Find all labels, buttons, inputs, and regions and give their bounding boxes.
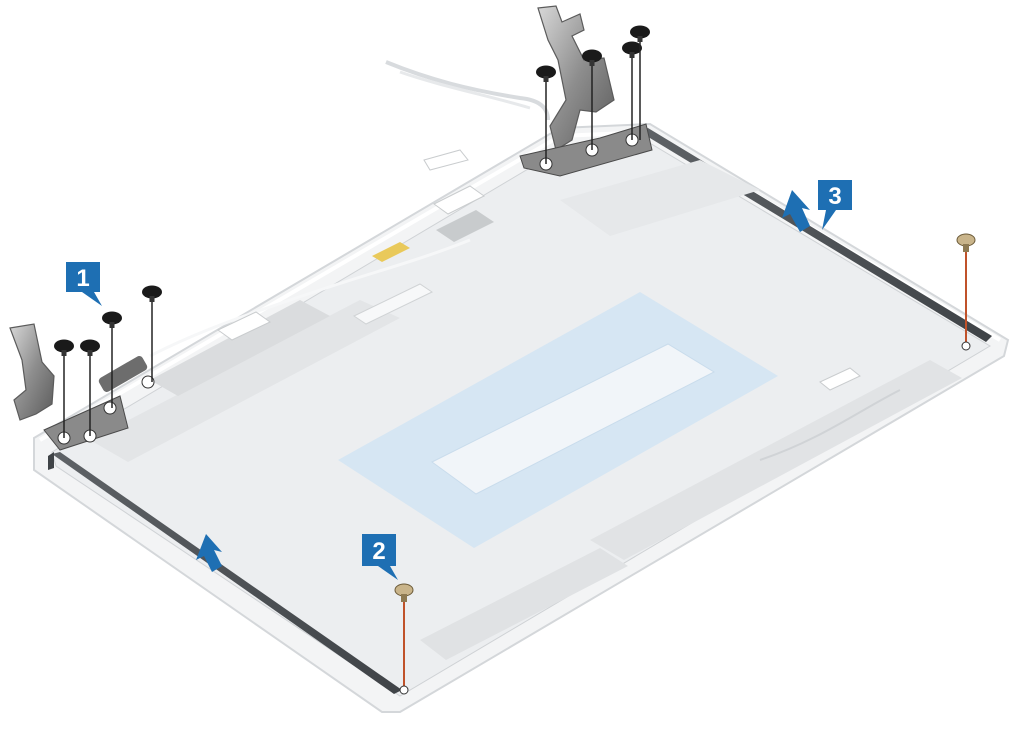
step-callout-3-label: 3 (828, 183, 841, 210)
hinge-screw-8 (630, 25, 650, 39)
hinge-screw-shaft (589, 60, 595, 66)
tape-strips (90, 160, 962, 660)
step-callout-3: 3 (818, 180, 852, 230)
hinge-screws (54, 25, 650, 438)
lift-arrow-left (196, 534, 222, 572)
display-cables (149, 60, 901, 461)
cover-stickers (217, 149, 861, 391)
hinge-screw-shaft (149, 296, 155, 302)
hinge-screw-3 (54, 339, 74, 353)
hinge-screw-4 (80, 339, 100, 353)
bezel-rail-left (48, 452, 402, 694)
blue-protective-film (338, 292, 778, 548)
hinge-screw-2 (102, 311, 122, 325)
hinge-screw-shaft (87, 350, 93, 356)
left-hinge (9, 323, 155, 451)
step-callout-1: 1 (66, 262, 102, 306)
hinge-screw-shaft (543, 76, 549, 82)
cover-screw-bottom (394, 583, 414, 695)
step-callout-2: 2 (362, 534, 398, 580)
right-hinge (519, 5, 653, 177)
step-callout-2-label: 2 (372, 538, 385, 565)
cover-screw-right (956, 233, 976, 351)
hinge-screw-shaft (61, 350, 67, 356)
lift-arrow-right (782, 190, 810, 232)
hinge-screw-5 (536, 65, 556, 79)
hinge-screw-6 (582, 49, 602, 63)
hinge-screw-shaft (637, 36, 643, 42)
step-callout-1-label: 1 (76, 265, 89, 292)
hinge-screw-shaft (109, 322, 115, 328)
hinge-screw-shaft (629, 52, 635, 58)
hinge-screw-7 (622, 41, 642, 55)
hinge-screw-1 (142, 285, 162, 299)
